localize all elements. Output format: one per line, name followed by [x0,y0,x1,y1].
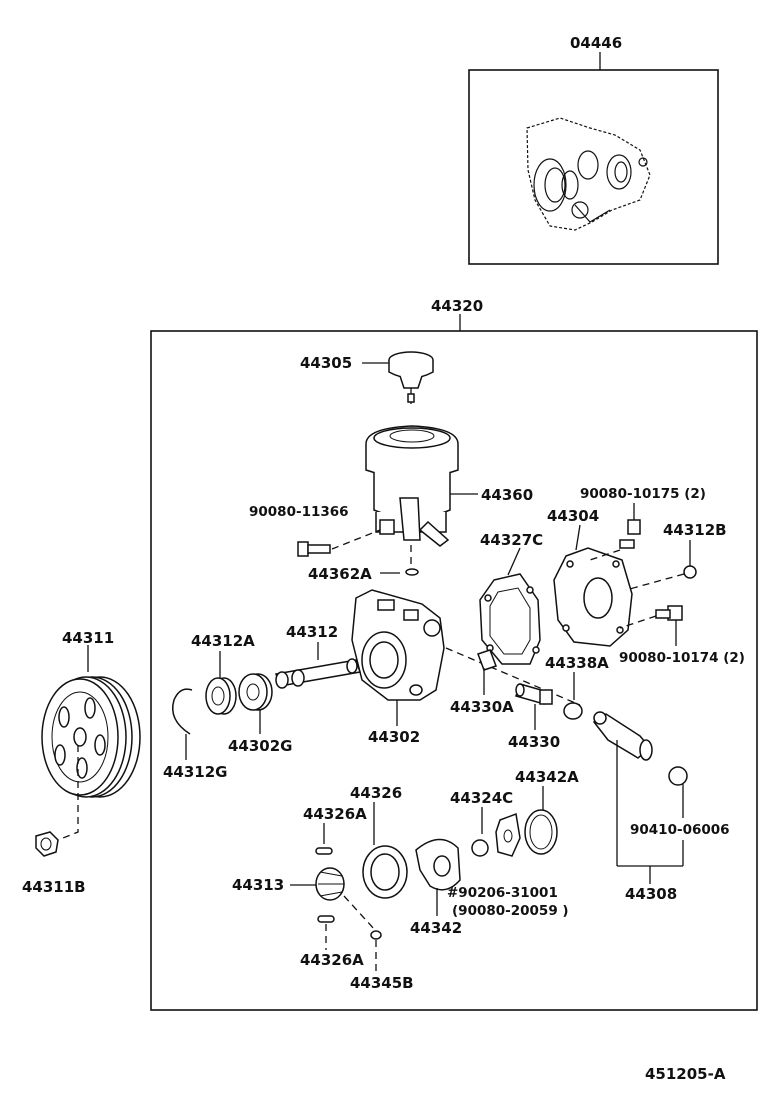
label-small-ring: 44345B [350,974,414,992]
label-housing: 44302 [368,728,420,746]
label-washer-b: 44312B [663,521,727,539]
shaft-drawing [275,658,361,689]
label-bolt-b: 90080-10175 (2) [580,486,706,502]
plate-drawing [553,547,633,647]
label-diagram-code: 451205-A [645,1065,726,1083]
cam-ring-drawing [362,845,408,899]
label-oring-c: 44338A [545,654,609,672]
pulley-drawing [41,676,141,798]
label-valve: 44330 [508,733,560,751]
pin-bottom-drawing [317,915,335,923]
label-pin-bottom: 44326A [300,951,364,969]
label-seal-c: 44324C [450,789,513,807]
oring-a-drawing [405,568,419,576]
label-bearing-ring: 44312A [191,632,255,650]
side-plate-drawing [415,838,461,891]
label-shaft: 44312 [286,623,338,641]
label-snap-ring: 44312G [163,763,228,781]
bolt-a-drawing [297,541,331,557]
housing-drawing [351,589,445,701]
plate-small-drawing [495,812,521,857]
pin-top-drawing [315,847,333,855]
small-ring-drawing [370,930,382,940]
label-pulley: 44311 [62,629,114,647]
washer-b-drawing [683,565,697,579]
label-rotor: 44313 [232,876,284,894]
bearing-ring-drawing [205,677,237,715]
snap-ring-drawing [172,688,193,735]
cap-drawing [388,351,434,404]
label-bolt-d: #90206-31001 [447,885,558,901]
label-gasket: 44327C [480,531,543,549]
label-cam-ring: 44326 [350,784,402,802]
label-bolt-a: 90080-11366 [249,504,349,520]
reservoir-drawing [365,425,459,547]
rotor-drawing [315,867,345,901]
oring-c-drawing [563,702,583,720]
kit-frame [468,69,719,265]
nut-drawing [35,831,59,857]
plug-drawing [668,766,688,786]
bearing-drawing [238,673,273,711]
bolt-b-drawing [619,519,641,549]
label-reservoir: 44360 [481,486,533,504]
label-bearing: 44302G [228,737,293,755]
label-spring: 44330A [450,698,514,716]
label-plug: 90410-06006 [630,822,730,838]
bolt-c-drawing [655,605,683,621]
spring-drawing [477,649,497,671]
label-side-plate: 44342 [410,919,462,937]
kit-parts-drawing [526,117,651,231]
union-drawing [592,711,653,761]
assembly-frame [150,330,758,1011]
seal-c-drawing [471,839,489,857]
label-oring-a: 44362A [308,565,372,583]
label-nut: 44311B [22,878,86,896]
label-oring-d: 44342A [515,768,579,786]
label-bolt-d-alt: (90080-20059 ) [452,903,569,919]
valve-drawing [515,683,553,705]
label-plate: 44304 [547,507,599,525]
label-assembly: 44320 [431,297,483,315]
label-union-set: 44308 [625,885,677,903]
label-pin-top: 44326A [303,805,367,823]
label-cap: 44305 [300,354,352,372]
label-kit: 04446 [570,34,622,52]
gasket-drawing [479,573,541,665]
label-bolt-c: 90080-10174 (2) [619,650,745,666]
